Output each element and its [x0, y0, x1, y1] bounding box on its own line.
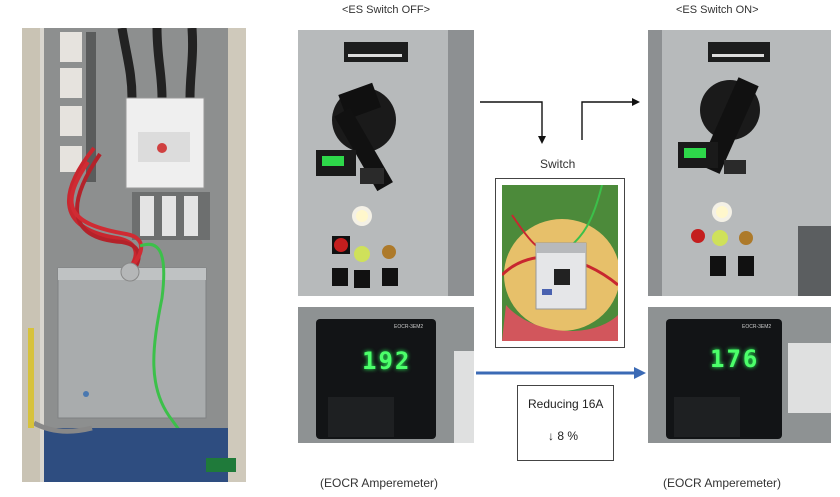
meter-off-side-gauge [454, 351, 474, 443]
caption-left-meter: (EOCR Amperemeter) [320, 476, 439, 490]
blue-arrow [476, 367, 646, 379]
caption-right-meter: (EOCR Amperemeter) [663, 476, 782, 490]
title-es-switch-on: <ES Switch ON> [676, 4, 759, 16]
meter-on-reading: 176 [710, 345, 760, 373]
panel-on-illustration [648, 30, 831, 296]
panel-off-illustration [298, 30, 474, 296]
meter-on-side-gauge [788, 343, 831, 413]
flow-arrows [480, 98, 640, 144]
meter-on-photo: EOCR-3EM2 176 [648, 307, 831, 443]
switch-photo-frame [495, 178, 625, 348]
meter-off-bezel [328, 397, 394, 437]
title-es-switch-off: <ES Switch OFF> [342, 4, 431, 16]
reduction-box: Reducing 16A ↓ 8 % [517, 385, 614, 461]
cabinet-illustration [22, 28, 246, 482]
meter-off-model: EOCR-3EM2 [394, 324, 424, 330]
meter-on-bezel [674, 397, 740, 437]
cabinet-photo [22, 28, 246, 482]
switch-label: Switch [540, 157, 576, 171]
panel-on-photo [648, 30, 831, 296]
reduction-text: Reducing 16A [528, 397, 604, 411]
panel-off-photo [298, 30, 474, 296]
switch-photo-illustration [502, 185, 618, 341]
reduction-percent: ↓ 8 % [548, 429, 579, 443]
meter-on-model: EOCR-3EM2 [742, 324, 772, 330]
meter-off-photo: EOCR-3EM2 192 [298, 307, 474, 443]
meter-off-reading: 192 [362, 347, 412, 375]
